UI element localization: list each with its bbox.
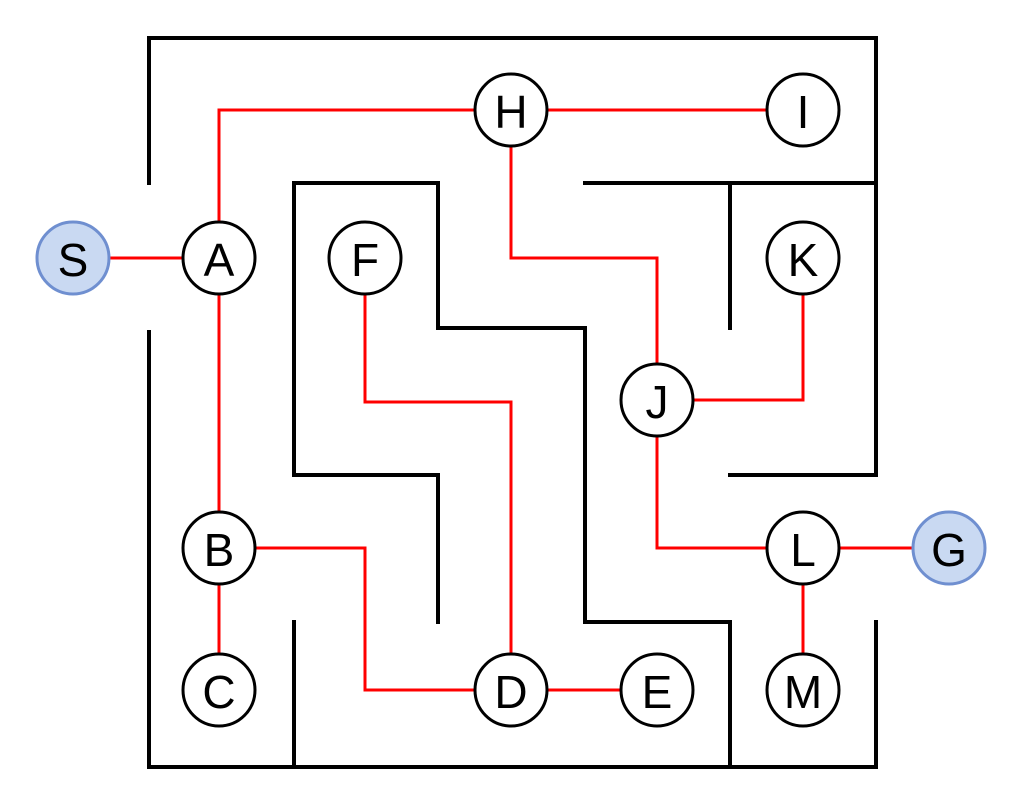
node-m: M (765, 652, 841, 728)
node-k: K (765, 220, 841, 296)
edge-f-d (363, 258, 513, 690)
node-a-label: A (204, 234, 235, 286)
node-f-circle (327, 220, 403, 296)
maze-walls (147, 36, 878, 769)
node-i: I (765, 72, 841, 148)
node-b-label: B (204, 524, 235, 576)
maze-wall-2 (147, 330, 878, 769)
edge-j-l (655, 400, 803, 550)
node-h: H (473, 72, 549, 148)
node-e-circle (619, 652, 695, 728)
node-l-label: L (790, 524, 816, 576)
node-h-circle (473, 72, 549, 148)
node-a: A (181, 220, 257, 296)
node-d: D (473, 652, 549, 728)
node-s-circle (35, 220, 111, 296)
node-c: C (181, 652, 257, 728)
node-g-circle (911, 510, 987, 586)
edge-h-j (509, 110, 659, 400)
node-f-label: F (351, 234, 379, 286)
node-j-label: J (646, 376, 669, 428)
node-f: F (327, 220, 403, 296)
node-g: G (911, 510, 987, 586)
node-e: E (619, 652, 695, 728)
node-l: L (765, 510, 841, 586)
graph-nodes: S A B C D E F H I J K L M G (35, 72, 987, 728)
node-k-circle (765, 220, 841, 296)
node-b-circle (181, 510, 257, 586)
node-d-label: D (494, 666, 527, 718)
node-l-circle (765, 510, 841, 586)
node-c-circle (181, 652, 257, 728)
node-g-label: G (931, 524, 967, 576)
maze-wall-5 (728, 181, 878, 477)
maze-wall-7 (292, 181, 732, 769)
node-m-label: M (784, 666, 822, 718)
edge-b-d (219, 546, 511, 692)
maze-wall-1 (147, 36, 878, 185)
node-i-label: I (797, 86, 810, 138)
node-k-label: K (788, 234, 819, 286)
edge-a-h (217, 108, 511, 258)
node-c-label: C (202, 666, 235, 718)
node-i-circle (765, 72, 841, 148)
node-j: J (619, 362, 695, 438)
node-h-label: H (494, 86, 527, 138)
node-s-label: S (58, 234, 89, 286)
node-a-circle (181, 220, 257, 296)
node-s: S (35, 220, 111, 296)
node-b: B (181, 510, 257, 586)
graph-edges (73, 108, 949, 692)
node-j-circle (619, 362, 695, 438)
edge-j-k (657, 258, 805, 402)
node-m-circle (765, 652, 841, 728)
node-e-label: E (642, 666, 673, 718)
node-d-circle (473, 652, 549, 728)
